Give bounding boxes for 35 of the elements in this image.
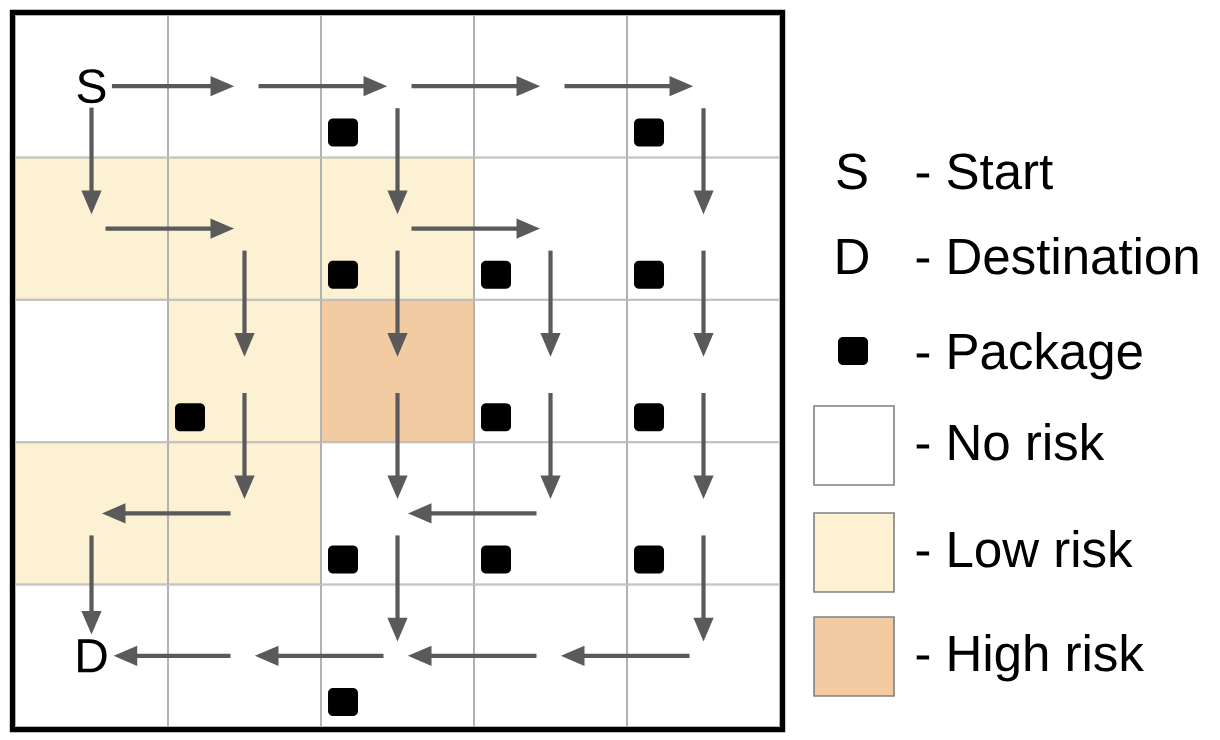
grid-square (168, 584, 321, 727)
legend-text: - Start (916, 153, 1053, 190)
grid-square (474, 299, 627, 443)
grid-square (627, 584, 780, 727)
legend-text: - Destination (916, 237, 1198, 275)
grid-square (168, 299, 321, 443)
grid-square (168, 442, 321, 585)
legend-symbol: D (837, 238, 868, 274)
grid-square (321, 15, 474, 158)
grid-square (168, 157, 321, 300)
grid-square (321, 299, 474, 443)
legend-text: - Package (916, 332, 1142, 380)
grid-square (15, 299, 168, 443)
endpoint-label: S (77, 69, 106, 104)
grid-square (474, 442, 627, 585)
endpoint-label: D (78, 639, 107, 673)
grid-square (321, 157, 474, 300)
grid-square (15, 15, 168, 158)
legend-text: - Low risk (916, 530, 1133, 568)
grid-square (627, 299, 780, 443)
grid-square (15, 157, 168, 300)
grid-square (321, 442, 474, 585)
grid-square (627, 442, 780, 585)
grid-square (474, 584, 627, 727)
grid-square (474, 157, 627, 300)
legend-symbol: S (837, 153, 867, 190)
grid-square (627, 157, 780, 300)
grid-square (15, 442, 168, 585)
grid-square (15, 584, 168, 727)
legend-text: - No risk (916, 423, 1105, 461)
grid-square (627, 15, 780, 158)
legend-text: - High risk (916, 634, 1144, 682)
grid-square (321, 584, 474, 727)
grid-square (168, 15, 321, 158)
grid-square (474, 15, 627, 158)
